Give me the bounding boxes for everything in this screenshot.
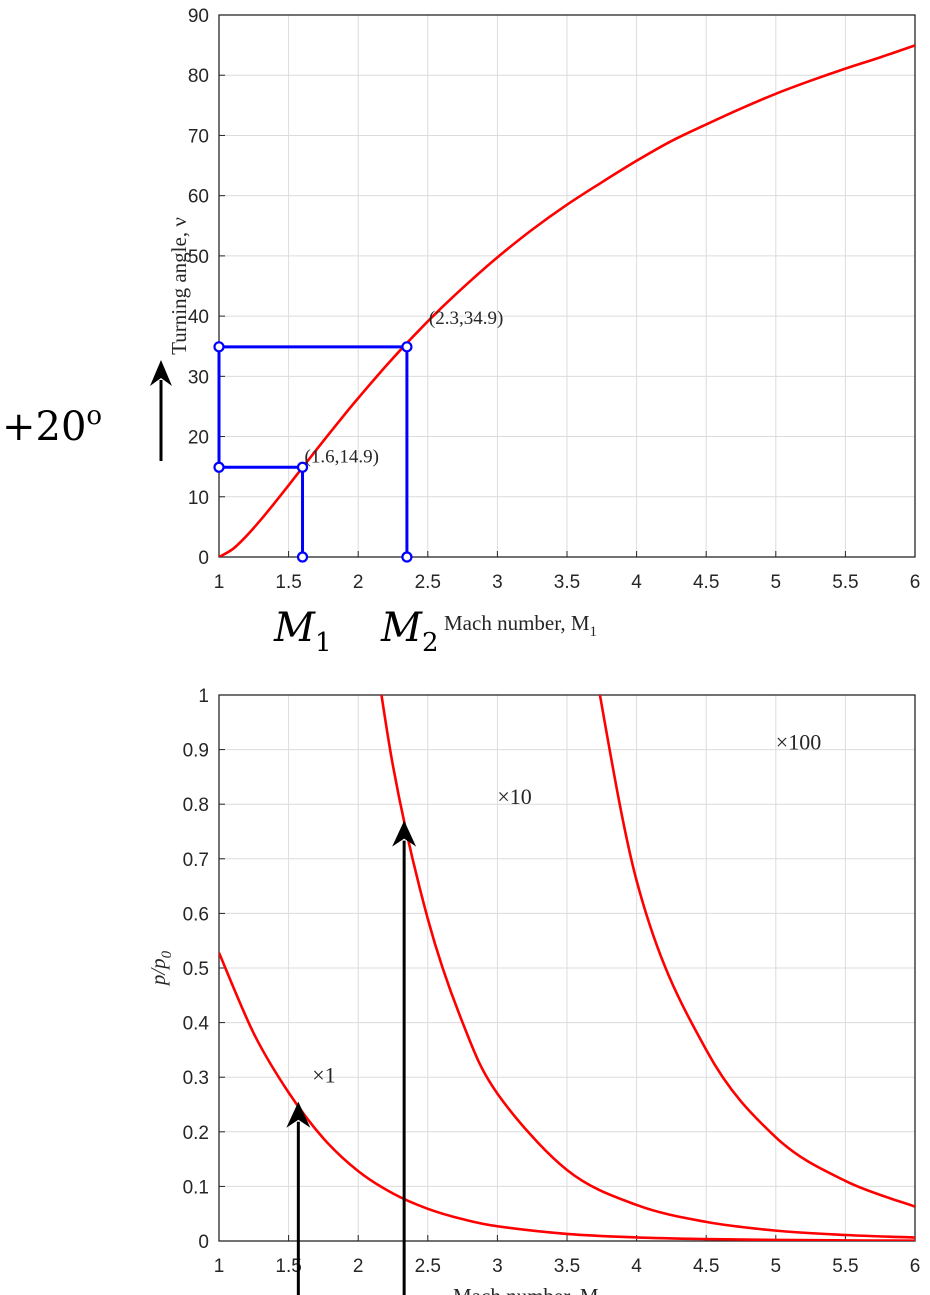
point-label-1: (1.6,14.9) — [305, 446, 379, 467]
x-tick-label: 5.5 — [832, 572, 858, 593]
series-label: ×10 — [497, 784, 531, 809]
guide-marker — [296, 461, 309, 473]
y-tick-label: 10 — [188, 488, 209, 509]
axes-frame-1 — [218, 14, 916, 558]
guide-marker — [213, 461, 225, 473]
y-tick-label: 0.5 — [183, 959, 209, 980]
y-axis-label-2: p/p0 — [146, 950, 175, 987]
x-tick-label: 5 — [771, 1256, 782, 1277]
turning-angle-curve — [219, 44, 915, 557]
y-tick-label: 30 — [188, 367, 209, 388]
y-tick-label: 0.8 — [183, 795, 209, 816]
y-tick-label: 0.9 — [183, 741, 209, 762]
y-tick-label: 0.3 — [183, 1068, 209, 1089]
x-tick-label: 1.5 — [275, 572, 301, 593]
arrow-1 — [286, 1101, 311, 1295]
x-tick-label: 2.5 — [415, 572, 441, 593]
series-label: ×1 — [312, 1063, 335, 1088]
y-tick-label: 0.6 — [183, 904, 209, 925]
y-tick-label: 0.7 — [183, 850, 209, 871]
pressure-curve-1 — [219, 952, 915, 1241]
y-tick-label: 80 — [188, 66, 209, 87]
m2-label: M2 — [380, 605, 439, 658]
x-tick-label: 1 — [214, 1256, 225, 1277]
x-tick-label: 3.5 — [554, 572, 580, 593]
tick-labels-2: 1 1.5 2 2.5 3 3.5 4 4.5 5 5.5 6 0 0.1 0.2 0.3 0.4 0.5 0.6… — [183, 686, 921, 1277]
guide-marker — [401, 341, 413, 353]
series-2 — [219, 695, 915, 1241]
grid-1 — [218, 14, 916, 558]
x-tick-label: 6 — [910, 572, 921, 593]
x-tick-label: 3 — [492, 572, 503, 593]
y-tick-label: 20 — [188, 428, 209, 449]
y-tick-label: 40 — [188, 307, 209, 328]
y-tick-label: 1 — [198, 686, 209, 707]
x-tick-label: 6 — [910, 1256, 921, 1277]
x-axis-label-2: Mach number, M1 — [453, 1284, 606, 1295]
x-tick-label: 2 — [353, 1256, 364, 1277]
increment-arrow — [150, 360, 172, 461]
x-tick-label: 1 — [214, 572, 225, 593]
x-tick-label: 4.5 — [693, 1256, 719, 1277]
y-tick-label: 60 — [188, 187, 209, 208]
y-tick-label: 0.4 — [183, 1014, 210, 1035]
m1-label: M1 — [273, 605, 332, 658]
arrows-2 — [286, 820, 417, 1295]
y-tick-label: 0.1 — [183, 1177, 209, 1198]
x-tick-label: 2.5 — [415, 1256, 441, 1277]
x-tick-label: 5 — [771, 572, 782, 593]
series-1 — [219, 44, 915, 557]
y-tick-label: 70 — [188, 126, 209, 147]
y-tick-label: 0 — [198, 1232, 209, 1253]
series-label: ×100 — [776, 730, 821, 755]
y-axis-label-1: Turning angle, ν — [167, 217, 191, 355]
y-tick-label: 90 — [188, 6, 209, 27]
annotations-1: (1.6,14.9) (2.3,34.9) — [213, 308, 503, 563]
x-tick-label: 1.5 — [275, 1256, 301, 1277]
x-tick-label: 5.5 — [832, 1256, 858, 1277]
y-tick-label: 0 — [198, 548, 209, 569]
guide-marker — [213, 341, 225, 353]
point-label-2: (2.3,34.9) — [429, 308, 503, 329]
guide-marker — [401, 551, 413, 563]
arrow-2 — [392, 820, 417, 1295]
x-tick-label: 3 — [492, 1256, 503, 1277]
guide-marker — [296, 551, 309, 563]
x-tick-label: 3.5 — [554, 1256, 580, 1277]
y-tick-label: 50 — [188, 247, 209, 268]
axes-frame-2 — [218, 694, 916, 1242]
x-tick-label: 4.5 — [693, 572, 719, 593]
y-tick-label: 0.2 — [183, 1123, 209, 1144]
pressure-curve-3 — [598, 695, 915, 1208]
pressure-curve-2 — [380, 695, 915, 1239]
increment-label: +20o — [2, 401, 102, 450]
arrow-1-head — [286, 1101, 311, 1128]
arrow-2-head — [392, 820, 417, 847]
x-tick-label: 4 — [631, 1256, 642, 1277]
x-tick-label: 2 — [353, 572, 364, 593]
series-labels-2: ×1 ×10 ×100 — [312, 730, 821, 1088]
x-tick-label: 4 — [631, 572, 642, 593]
chart-pressure-ratio: 1 1.5 2 2.5 3 3.5 4 4.5 5 5.5 6 0 0.1 0.2 0.3 0.4 0.5 0.6… — [146, 686, 921, 1295]
x-axis-label-1: Mach number, M1 — [444, 611, 597, 640]
